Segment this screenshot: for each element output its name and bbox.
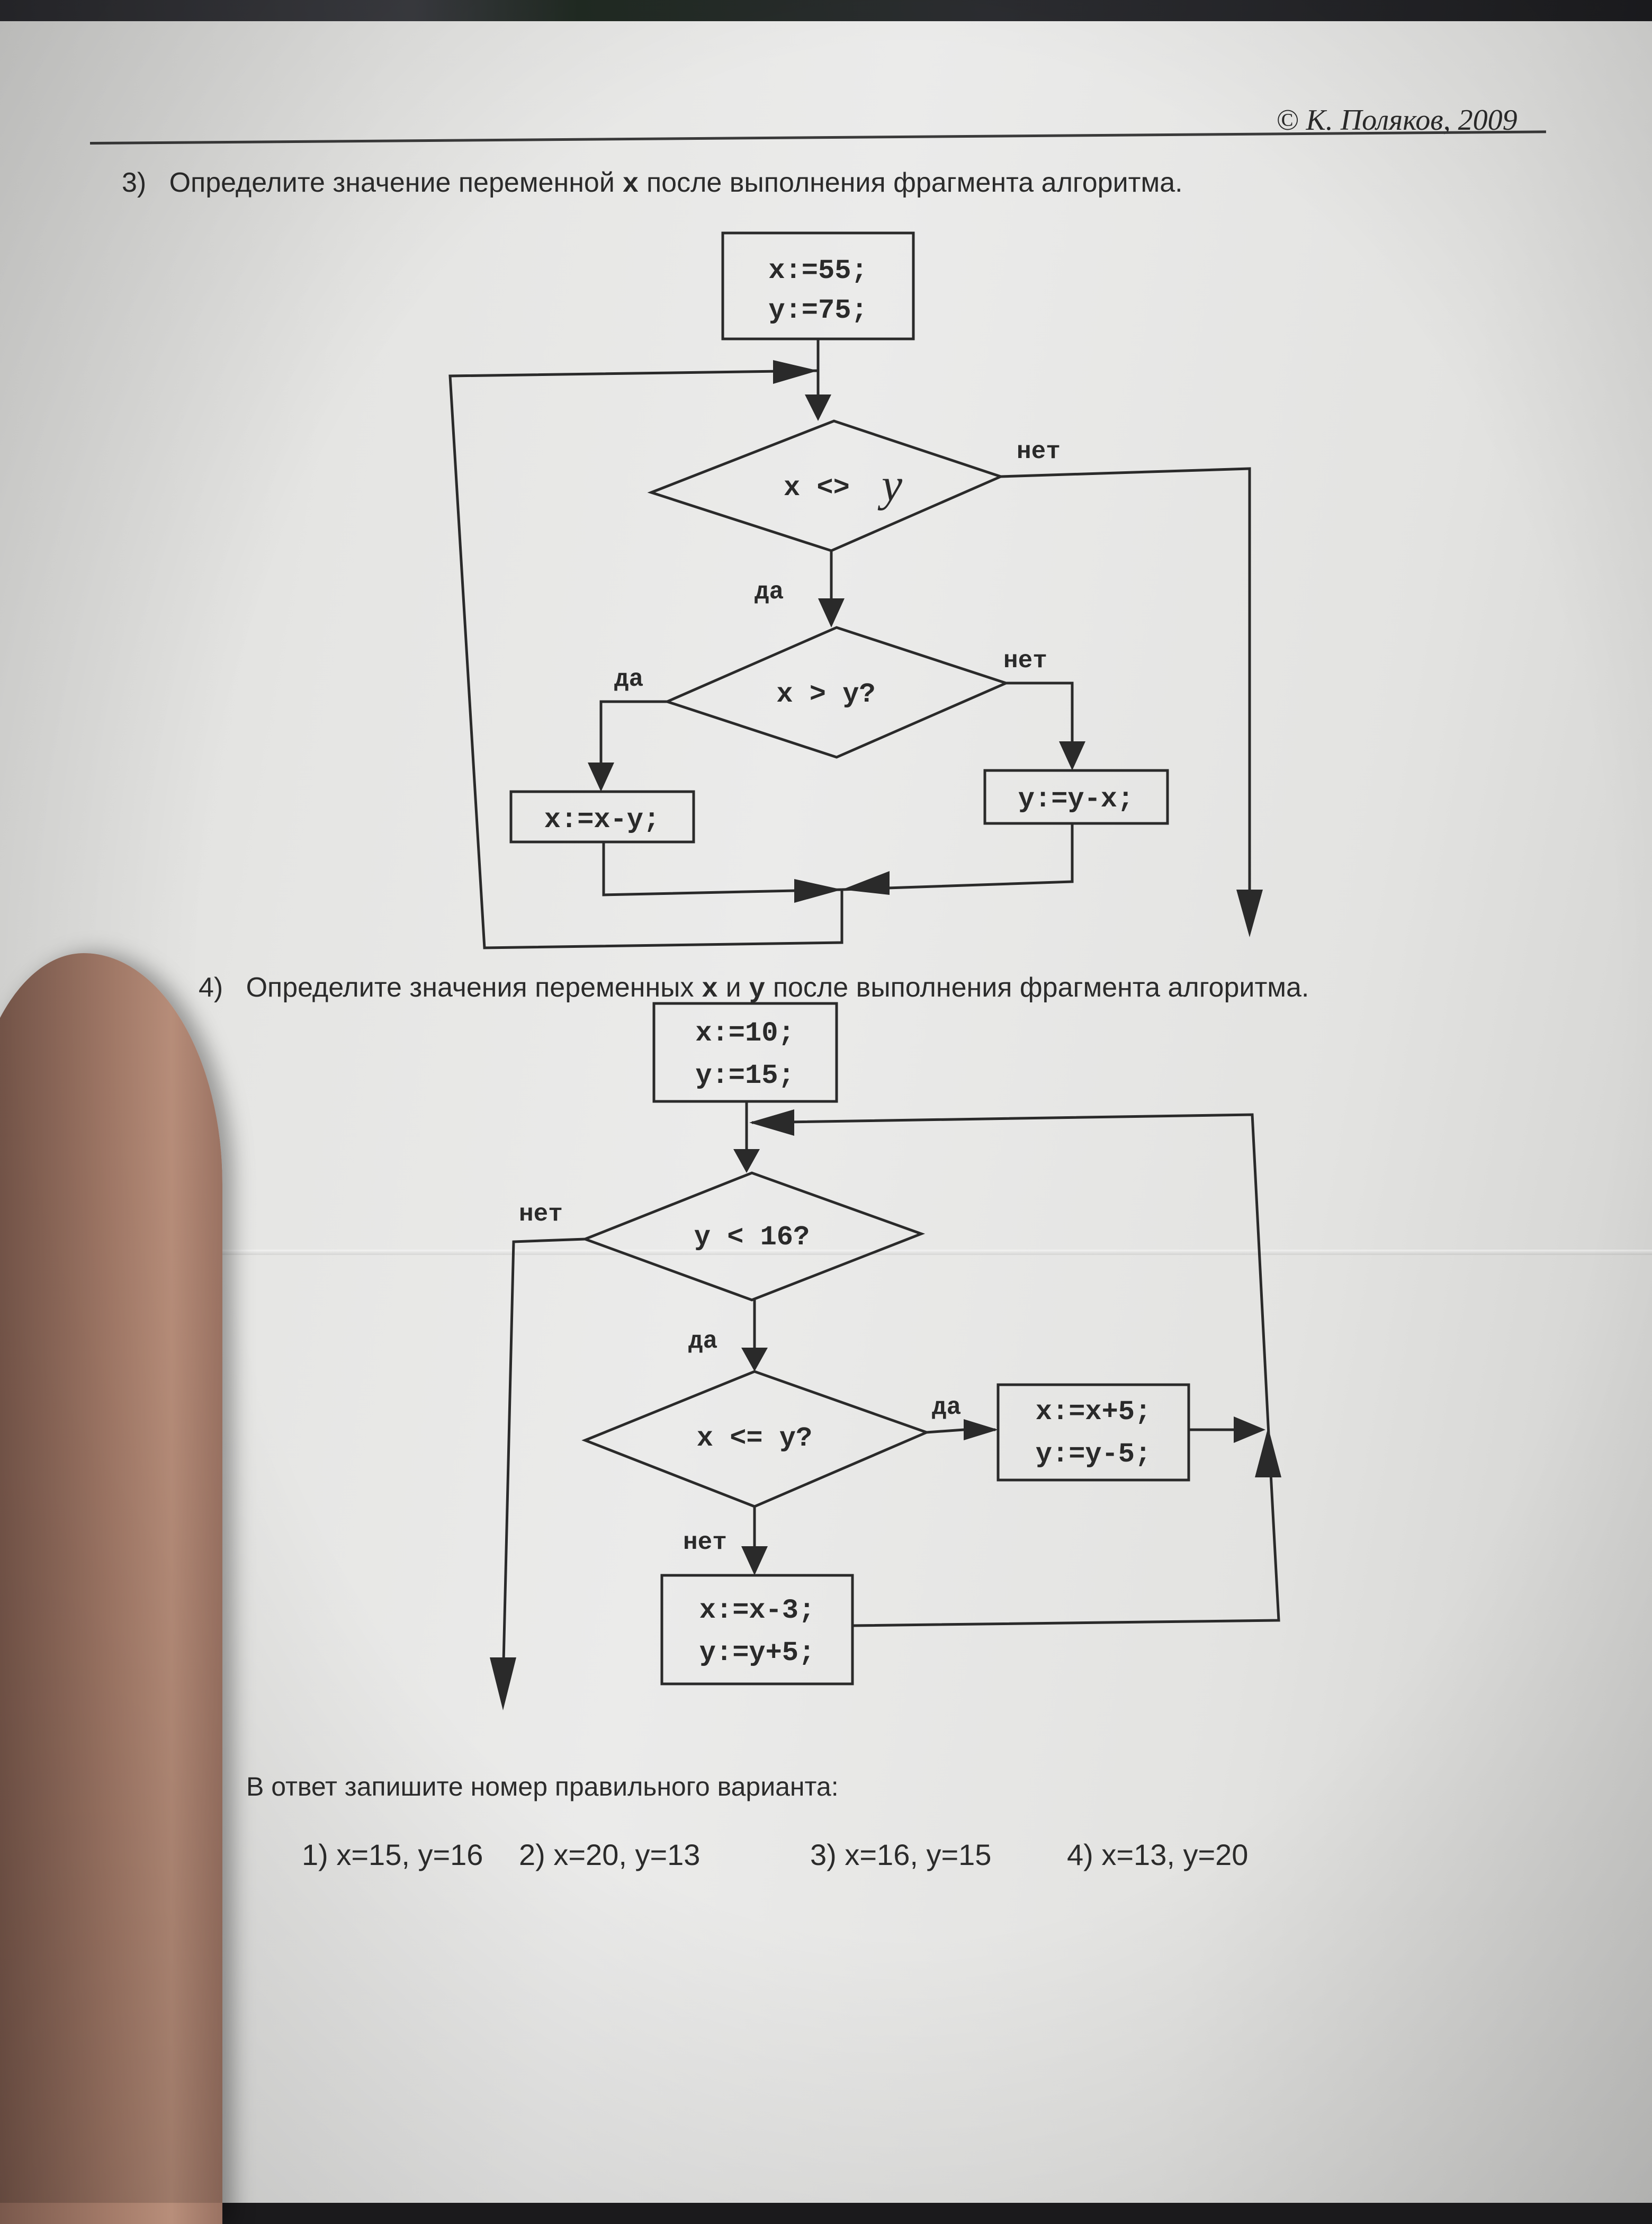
task3-action-left: x:=x-y; (544, 804, 660, 836)
task4-title: 4) Определите значения переменных x и y … (199, 972, 1309, 1005)
task3-arrow-action-right (1059, 741, 1085, 770)
task3-arrow-exit (1236, 890, 1263, 937)
task4-cond1-yes-label: да (688, 1328, 717, 1355)
answer-option-2: 2) x=20, y=13 (519, 1838, 701, 1871)
task3-cond2-yes-label: да (614, 666, 643, 693)
task3-arrow-join-left (794, 879, 842, 903)
task3-edge-cond2-no (1006, 681, 1074, 747)
task3-init-line2: y:=75; (768, 295, 867, 326)
hand-holding-paper (0, 953, 222, 2224)
task4-action-no-box (660, 1574, 854, 1685)
task4-arrow-loop (749, 1109, 794, 1136)
task3-action-right-box (983, 769, 1169, 825)
task4-arrow-action-yes (964, 1419, 998, 1440)
task3-question-before: Определите значение переменной (169, 167, 623, 198)
task3-arrow-cond2 (818, 598, 845, 627)
task4-arrow-action-yes-out (1234, 1416, 1265, 1443)
task3-init-line1: x:=55; (768, 255, 867, 286)
answer-option-1: 1) x=15, y=16 (302, 1838, 483, 1871)
task4-init-line1: x:=10; (695, 1018, 794, 1049)
task4-arrow-exit (490, 1657, 516, 1710)
task4-arrow-action-no (741, 1546, 768, 1575)
task4-action-yes-box (996, 1383, 1190, 1482)
answer-option-3: 3) x=16, y=15 (810, 1838, 992, 1871)
task3-cond2: x > y? (776, 679, 875, 710)
task4-question-after: после выполнения фрагмента алгоритма. (765, 972, 1309, 1003)
task4-question-var2: y (749, 974, 766, 1005)
task3-question-after: после выполнения фрагмента алгоритма. (639, 167, 1183, 198)
task3-title: 3) Определите значение переменной x посл… (122, 167, 1183, 200)
task3-cond1-handwritten: y (877, 460, 903, 511)
task4-action-no-line1: x:=x-3; (699, 1595, 815, 1626)
task3-cond1-yes-label: да (755, 578, 784, 606)
task4-arrow-cond1 (733, 1149, 760, 1173)
task3-edge-left-join (602, 842, 842, 896)
task4-question-mid: и (718, 972, 749, 1003)
task4-edge-loop-back (751, 1113, 1280, 1627)
answer-option-4: 4) x=13, y=20 (1067, 1838, 1249, 1871)
task4-action-yes-line1: x:=x+5; (1036, 1396, 1151, 1428)
task4-cond2: x <= y? (697, 1423, 812, 1454)
task4-cond1-diamond (581, 1171, 926, 1302)
task4-cond1-no-label: нет (519, 1200, 563, 1228)
task3-cond1-left: x <> (784, 472, 850, 504)
task3-arrow-join-right (842, 871, 890, 895)
task3-cond2-no-label: нет (1003, 647, 1047, 675)
task4-action-no-line2: y:=y+5; (699, 1637, 815, 1669)
task3-edge-cond2-yes (599, 700, 667, 768)
task4-arrow-loop-up (1255, 1427, 1281, 1477)
task3-arrow-loop (773, 360, 818, 384)
task3-number: 3) (122, 167, 147, 198)
task3-edge-loop-back (448, 369, 843, 949)
task3-edge-right-join (841, 823, 1074, 891)
task4-arrow-cond2 (741, 1348, 768, 1371)
task3-arrow-cond1 (805, 394, 831, 421)
answers-title: В ответ запишите номер правильного вариа… (246, 1772, 839, 1801)
task4-question-before: Определите значения переменных (246, 972, 702, 1003)
task4-cond2-yes-label: да (932, 1394, 961, 1421)
task3-action-right: y:=y-x; (1018, 784, 1134, 815)
task3-cond1-no-label: нет (1017, 438, 1061, 465)
task3-edge-cond1-no (1000, 467, 1251, 900)
task4-cond2-no-label: нет (683, 1529, 727, 1556)
task4-action-yes-line2: y:=y-5; (1036, 1439, 1151, 1470)
task4-question-var1: x (701, 974, 719, 1005)
task4-cond1: y < 16? (694, 1222, 810, 1253)
task4-edge-cond1-no (501, 1237, 586, 1684)
task3-arrow-action-left (588, 763, 614, 792)
paper-fold (0, 1250, 1652, 1255)
task4-init-line2: y:=15; (695, 1060, 794, 1091)
paper-sheet (0, 21, 1652, 2203)
task3-question-var: x (622, 169, 639, 200)
task4-number: 4) (199, 972, 223, 1003)
